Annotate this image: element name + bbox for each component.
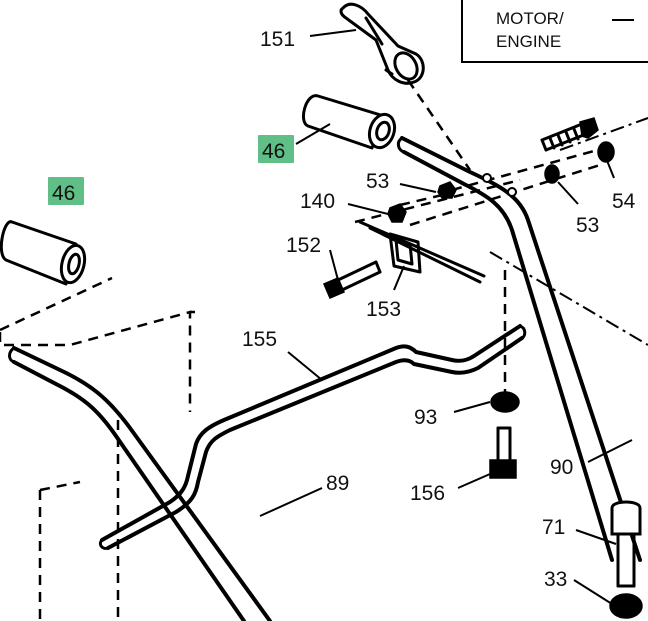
callout-53-right: 53: [576, 214, 599, 237]
callout-151: 151: [260, 28, 295, 51]
part-33-washer: [609, 593, 643, 619]
part-151-control-grip: [339, 2, 425, 85]
part-54-bolt: [540, 117, 615, 163]
callout-156: 156: [410, 482, 445, 505]
callout-155: 155: [242, 328, 277, 351]
legend-line-2: ENGINE: [496, 32, 561, 51]
callout-33: 33: [544, 568, 567, 591]
leader-lines: [259, 29, 633, 605]
callout-53-left: 53: [366, 170, 389, 193]
grip-151-guide: [406, 79, 472, 171]
callout-153: 153: [366, 298, 401, 321]
part-46-upper-grip: [302, 94, 397, 150]
callout-152: 152: [286, 234, 321, 257]
part-46-left-grip: [0, 220, 87, 286]
part-152-bolt: [323, 260, 382, 299]
part-156-bolt: [489, 426, 517, 479]
part-90-right-handle: [396, 136, 642, 562]
callout-46-left: 46: [52, 182, 75, 205]
callout-46-left-highlight: [48, 177, 84, 205]
callout-46-upper: 46: [262, 140, 285, 163]
callout-93: 93: [414, 406, 437, 429]
part-89-left-handle: [8, 346, 272, 621]
part-53-left-nut: [437, 181, 457, 199]
callout-140: 140: [300, 190, 335, 213]
part-93-washer: [490, 391, 520, 413]
legend-frame: [461, 0, 648, 63]
engine-dashed-outline: [0, 117, 648, 621]
callout-90: 90: [550, 456, 573, 479]
part-71-bolt: [610, 500, 642, 588]
part-53-right-nut: [544, 164, 560, 184]
callout-71: 71: [542, 516, 565, 539]
part-153-bracket: [358, 220, 486, 284]
legend-line-1: MOTOR/: [496, 9, 564, 28]
part-140-nut: [387, 203, 407, 223]
callout-46-upper-highlight: [258, 135, 294, 163]
part-155-control-rod: [98, 324, 527, 550]
callout-89: 89: [326, 472, 349, 495]
legend-box: MOTOR/ ENGINE: [461, 0, 648, 63]
callout-54: 54: [612, 190, 636, 213]
